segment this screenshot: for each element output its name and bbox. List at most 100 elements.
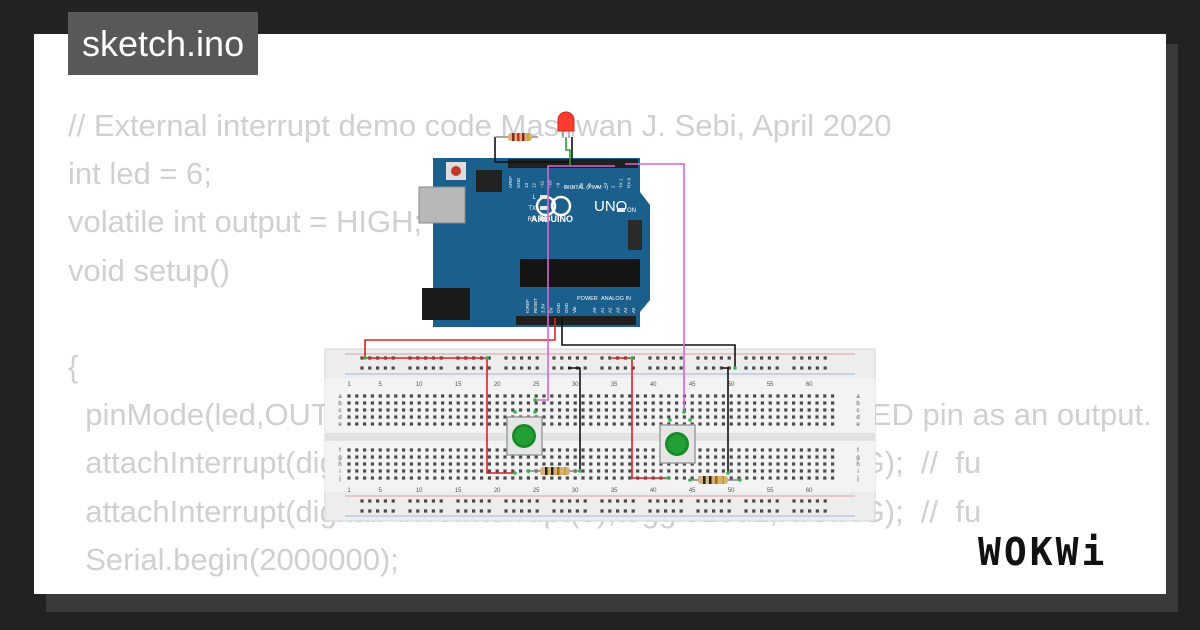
code-line: int led = 6; [68,156,212,192]
column-number: 15 [455,382,462,388]
pin-label: RESET [533,298,538,313]
row-letter: j [856,476,858,482]
row-letter: g [338,455,341,461]
arduino-model: UNO [594,198,627,215]
pushbutton-1[interactable] [506,416,543,456]
arduino-uno[interactable]: ARDUINO UNO DIGITAL (PWM ~) POWER ANALOG… [418,158,650,327]
usb-port [418,186,466,224]
reset-button[interactable] [451,166,461,176]
code-line: void setup() [68,252,230,288]
status-led-label: RX [528,217,536,223]
pin-label: ~9 [555,182,560,188]
power-jack [422,288,470,320]
column-number: 30 [572,382,579,388]
led-red[interactable] [557,111,575,138]
file-tab[interactable]: sketch.ino [68,12,259,75]
breadboard-column-numbers: 1155101015152020252530303535404045455050… [347,382,813,494]
breadboard: 1155101015152020252530303535404045455050… [324,348,876,522]
column-number: 10 [416,488,423,494]
column-number: 45 [689,488,696,494]
row-letter: i [857,469,858,475]
pin-label: RX 0 [627,177,632,188]
pin-label: TX 1 [619,178,624,188]
wire-led-gnd [494,137,573,163]
row-letter: e [856,422,860,428]
icsp2-header [628,220,642,250]
row-letter: d [856,415,859,421]
row-letter: c [857,408,860,414]
column-number: 40 [650,382,657,388]
column-number: 60 [806,488,813,494]
row-letter: h [856,462,859,468]
wire-5v-button2 [612,357,668,479]
pin-label: 4 [595,185,600,188]
code-line: // External interrupt demo code Mashwan … [68,108,892,143]
pin-label: 13 [524,182,529,188]
pin-label: ~6 [579,182,584,188]
pin-label: GND [556,302,561,313]
pin-label: GND [564,302,569,313]
column-number: 60 [806,382,813,388]
wires [362,137,736,479]
pin-label: 8 [563,185,568,188]
pin-label: 5V [548,307,553,313]
column-number: 5 [379,382,383,388]
row-letter: e [338,422,342,428]
wire-pin2 [535,165,615,401]
row-letter: a [856,394,860,400]
pin-label: 12 [532,182,537,188]
column-number: 45 [689,382,696,388]
resistor-led[interactable] [495,133,538,141]
column-number: 20 [494,488,501,494]
pin-label: A3 [615,307,620,313]
column-number: 20 [494,382,501,388]
pin-label: A0 [592,307,597,313]
status-led-label: L [533,195,537,201]
column-number: 1 [347,382,351,388]
pin-label: AREF [508,176,513,188]
column-number: 40 [650,488,657,494]
column-number: 30 [572,488,579,494]
analog-label: ANALOG IN [601,296,631,302]
pin-label: IOREF [525,299,530,313]
row-letter: b [338,401,342,407]
wire-gnd [561,318,736,368]
on-label: ON [627,208,636,214]
row-letter: a [338,394,342,400]
pin-label: ~11 [540,180,545,188]
row-letter: h [338,462,341,468]
code-line: } [68,584,1152,594]
resistor-button2[interactable] [690,476,740,484]
resistor-button1[interactable] [528,467,580,475]
column-number: 50 [728,488,735,494]
wire-5v [364,318,556,358]
code-line: { [68,348,79,384]
column-number: 25 [533,488,540,494]
pushbutton-2[interactable] [659,424,696,464]
row-letter: j [338,476,340,482]
pin-label: 7 [571,185,576,188]
row-letter: f [339,448,341,454]
wire-5v-button1 [362,357,515,474]
icsp-header [476,170,502,192]
column-number: 1 [347,488,351,494]
row-letter: g [856,455,859,461]
digital-header [508,159,638,168]
wire-gnd-res2 [722,367,729,473]
row-letter: i [339,469,340,475]
column-number: 55 [767,382,774,388]
row-letter: d [338,415,341,421]
pin-label: ~5 [587,182,592,188]
pin-label: A4 [623,307,628,313]
wire-led-pin6 [565,137,571,166]
pin-label: Vin [572,306,577,313]
wokwi-logo: WOKWi [968,522,1118,582]
pin-label: ~3 [603,182,608,188]
pin-label: A5 [631,307,636,313]
column-number: 15 [455,488,462,494]
